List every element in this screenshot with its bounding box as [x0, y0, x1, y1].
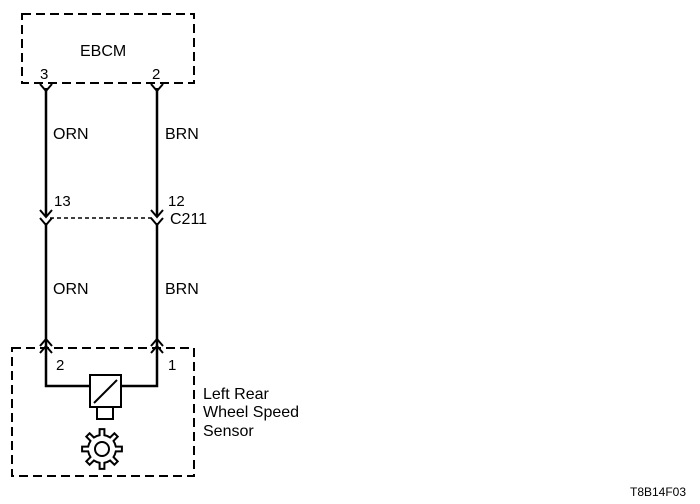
sensor-label-line3: Sensor [203, 423, 254, 440]
connector-pin-brn: 12 [168, 193, 185, 210]
sensor-pin-brn: 1 [168, 357, 176, 374]
sensor-coil-icon [89, 374, 122, 420]
connector-name: C211 [170, 211, 207, 228]
wire-brn-lower-label: BRN [165, 281, 199, 298]
sensor-pin-orn: 2 [56, 357, 64, 374]
connector-pin-orn: 13 [54, 193, 71, 210]
wire-orn-upper-label: ORN [53, 126, 89, 143]
wire-brn-upper-label: BRN [165, 126, 199, 143]
wire-orn-lower-label: ORN [53, 281, 89, 298]
ebcm-module-box [21, 13, 195, 84]
sensor-internal-wiring-brn [121, 346, 159, 388]
sensor-label-line1: Left Rear [203, 386, 269, 403]
connector-male-orn-icon [39, 209, 53, 219]
gear-icon [81, 428, 123, 470]
connector-male-brn-icon [150, 209, 164, 219]
ebcm-pin-orn: 3 [40, 66, 48, 83]
ebcm-pin-brn: 2 [152, 66, 160, 83]
sensor-internal-wiring [44, 346, 90, 388]
ebcm-label: EBCM [80, 43, 126, 60]
sensor-box [11, 347, 195, 477]
sensor-label-line2: Wheel Speed [203, 404, 299, 421]
figure-id: T8B14F03 [630, 485, 686, 499]
